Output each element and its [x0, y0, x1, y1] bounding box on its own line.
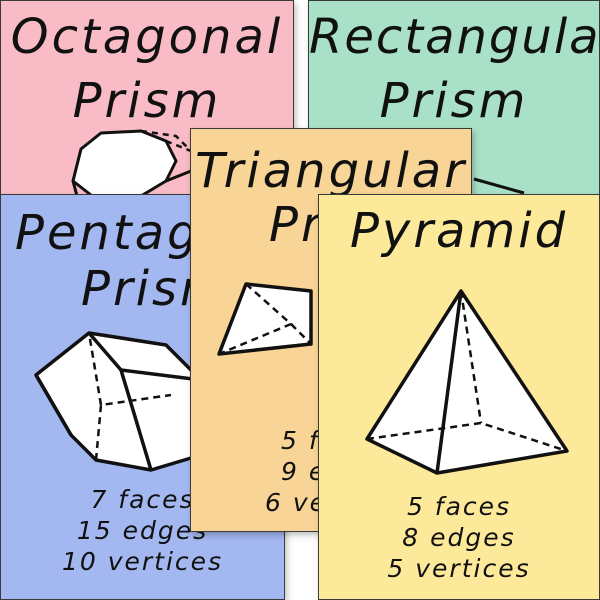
edges-count: 15 edges — [76, 516, 209, 545]
vertices-count: 10 vertices — [61, 547, 224, 576]
poster-title-line2: Prism — [379, 73, 529, 129]
edges-count: 8 edges — [402, 523, 516, 552]
faces-count: 5 faces — [406, 492, 512, 521]
poster-pyramid: Pyramid 5 faces 8 edges 5 vertices — [318, 194, 600, 600]
poster-title-line1: Octagonal — [10, 9, 284, 65]
poster-title-line2: Prism — [72, 73, 222, 129]
triangular-prism-illustration — [217, 282, 313, 356]
poster-title-line1: Rectangular — [309, 9, 600, 65]
pyramid-stats: 5 faces 8 edges 5 vertices — [319, 491, 599, 584]
pyramid-illustration — [365, 289, 569, 475]
faces-count: 7 faces — [90, 485, 195, 514]
vertices-count: 5 vertices — [387, 554, 531, 583]
poster-title-line1: Pyramid — [349, 203, 569, 259]
poster-title-line1: Triangular — [195, 143, 467, 199]
pentagonal-stats: 7 faces 15 edges 10 vertices — [1, 484, 284, 577]
rectangular-prism-illustration — [473, 177, 525, 195]
